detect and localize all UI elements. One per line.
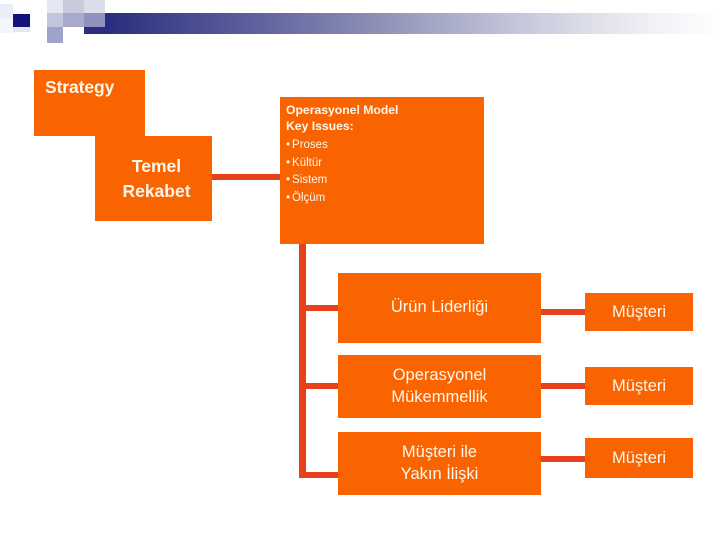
box-temel-rekabet-label-line2: Rekabet: [122, 180, 191, 201]
box-operasyonel-model[interactable]: Operasyonel Model Key Issues: Proses Kül…: [280, 97, 484, 244]
header-square-decoration: [84, 27, 107, 34]
box-operasyonel-mukemmellik-label-line2: Mükemmellik: [391, 387, 488, 406]
header-square-decoration: [63, 0, 84, 13]
box-operasyonel-mukemmellik[interactable]: Operasyonel Mükemmellik: [338, 355, 541, 418]
box-temel-rekabet[interactable]: Temel Rekabet: [95, 136, 212, 221]
box-musteri-3[interactable]: Müşteri: [585, 438, 693, 478]
box-operasyonel-model-key-issues-list: Proses Kültür Sistem Ölçüm: [286, 137, 484, 207]
box-operasyonel-model-title-line1: Operasyonel Model: [286, 103, 399, 117]
key-issue-item: Kültür: [286, 155, 484, 172]
connector-spine-vertical: [299, 240, 306, 478]
box-musteri-3-label: Müşteri: [611, 448, 667, 467]
connector-spine-to-musteri-iliski: [299, 472, 344, 478]
box-operasyonel-mukemmellik-label-line1: Operasyonel: [392, 366, 487, 385]
connector-urun-to-musteri1: [536, 309, 590, 315]
box-musteri-2[interactable]: Müşteri: [585, 367, 693, 405]
box-musteri-ile-yakin-iliski-label-line1: Müşteri ile: [401, 443, 478, 462]
box-strategy[interactable]: Strategy: [34, 70, 145, 136]
connector-musteri-iliski-to-musteri3: [536, 456, 590, 462]
box-musteri-ile-yakin-iliski[interactable]: Müşteri ile Yakın İlişki: [338, 432, 541, 495]
header-gradient-bar: [105, 13, 720, 34]
box-operasyonel-model-title-line2: Key Issues:: [286, 118, 354, 133]
header-square-decoration: [63, 13, 84, 27]
box-urun-liderligi[interactable]: Ürün Liderliği: [338, 273, 541, 343]
connector-spine-to-opmukemmellik: [299, 383, 344, 389]
header-square-decoration: [84, 13, 105, 27]
header-square-decoration: [47, 13, 63, 27]
header-square-decoration: [84, 0, 105, 13]
key-issue-item: Proses: [286, 137, 484, 154]
key-issue-item: Sistem: [286, 172, 484, 189]
connector-opmukemmellik-to-musteri2: [536, 383, 590, 389]
box-musteri-2-label: Müşteri: [611, 376, 667, 395]
box-musteri-ile-yakin-iliski-label-line2: Yakın İlişki: [400, 464, 479, 483]
header-square-decoration: [47, 0, 63, 13]
connector-spine-to-urun: [299, 305, 344, 311]
header-square-decoration: [13, 14, 30, 27]
key-issue-item: Ölçüm: [286, 190, 484, 207]
header-square-decoration: [0, 18, 13, 33]
header-square-decoration: [47, 27, 63, 43]
connector-temel-to-opmodel: [206, 174, 288, 180]
box-musteri-1-label: Müşteri: [611, 302, 667, 321]
box-musteri-1[interactable]: Müşteri: [585, 293, 693, 331]
box-temel-rekabet-label-line1: Temel: [131, 155, 182, 176]
box-strategy-label: Strategy: [45, 77, 115, 97]
box-urun-liderligi-label: Ürün Liderliği: [390, 298, 489, 317]
header-square-decoration: [0, 4, 13, 18]
